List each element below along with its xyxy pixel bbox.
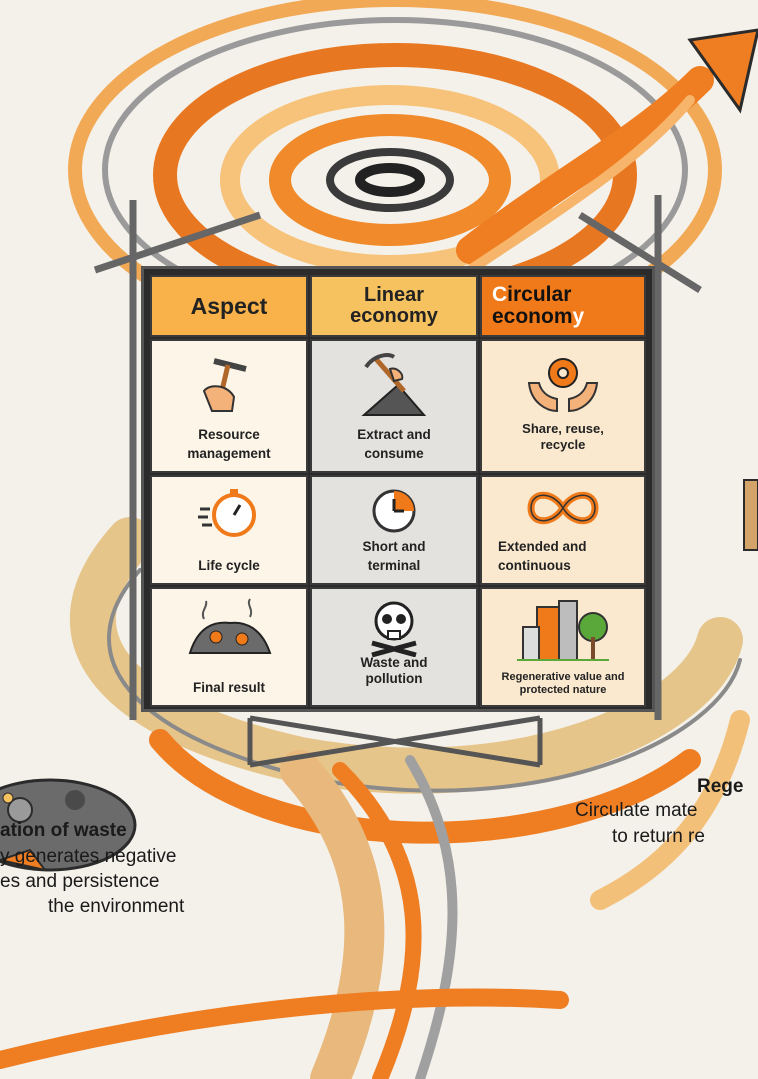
cell-regenerative-value: Regenerative value and protected nature — [480, 587, 646, 707]
header-linear-economy: Linear economy — [310, 275, 478, 337]
stopwatch-icon — [198, 489, 256, 537]
waste-caption-line-2: es and persistence — [0, 871, 160, 892]
green-city-icon — [517, 600, 609, 661]
garbage-pile-icon — [188, 598, 272, 654]
infinity-icon — [527, 491, 599, 525]
cell-waste-pollution: Waste and pollution — [310, 587, 478, 707]
header-aspect: Aspect — [150, 275, 308, 337]
comparison-board: Aspect Linear economy Circular economy R… — [141, 266, 655, 712]
cell-short-terminal: Short and terminal — [310, 475, 478, 585]
gear-hands-icon — [527, 358, 599, 413]
clock-icon — [372, 489, 416, 533]
regenerative-caption-title: Rege — [697, 776, 744, 797]
cell-resource-management: Resource management — [150, 339, 308, 473]
waste-caption-line-3: the environment — [48, 896, 185, 917]
pickaxe-mining-icon — [361, 353, 427, 416]
regenerative-caption-line-2: to return re — [612, 826, 705, 847]
skull-crossbones-icon — [371, 601, 417, 657]
header-circular-economy: Circular economy — [480, 275, 646, 337]
waste-caption-line-1: y generates negative — [0, 846, 177, 867]
waste-caption: ation of waste y generates negative es a… — [0, 818, 184, 919]
cell-final-result: Final result — [150, 587, 308, 707]
cell-share-reuse-recycle: Share, reuse, recycle — [480, 339, 646, 473]
regenerative-caption-line-1: Circulate mate — [575, 800, 698, 821]
waste-caption-title: ation of waste — [0, 820, 127, 841]
cell-extended-continuous: Extended and continuous — [480, 475, 646, 585]
cell-extract-consume: Extract and consume — [310, 339, 478, 473]
cell-life-cycle: Life cycle — [150, 475, 308, 585]
hammer-hand-icon — [202, 358, 247, 412]
